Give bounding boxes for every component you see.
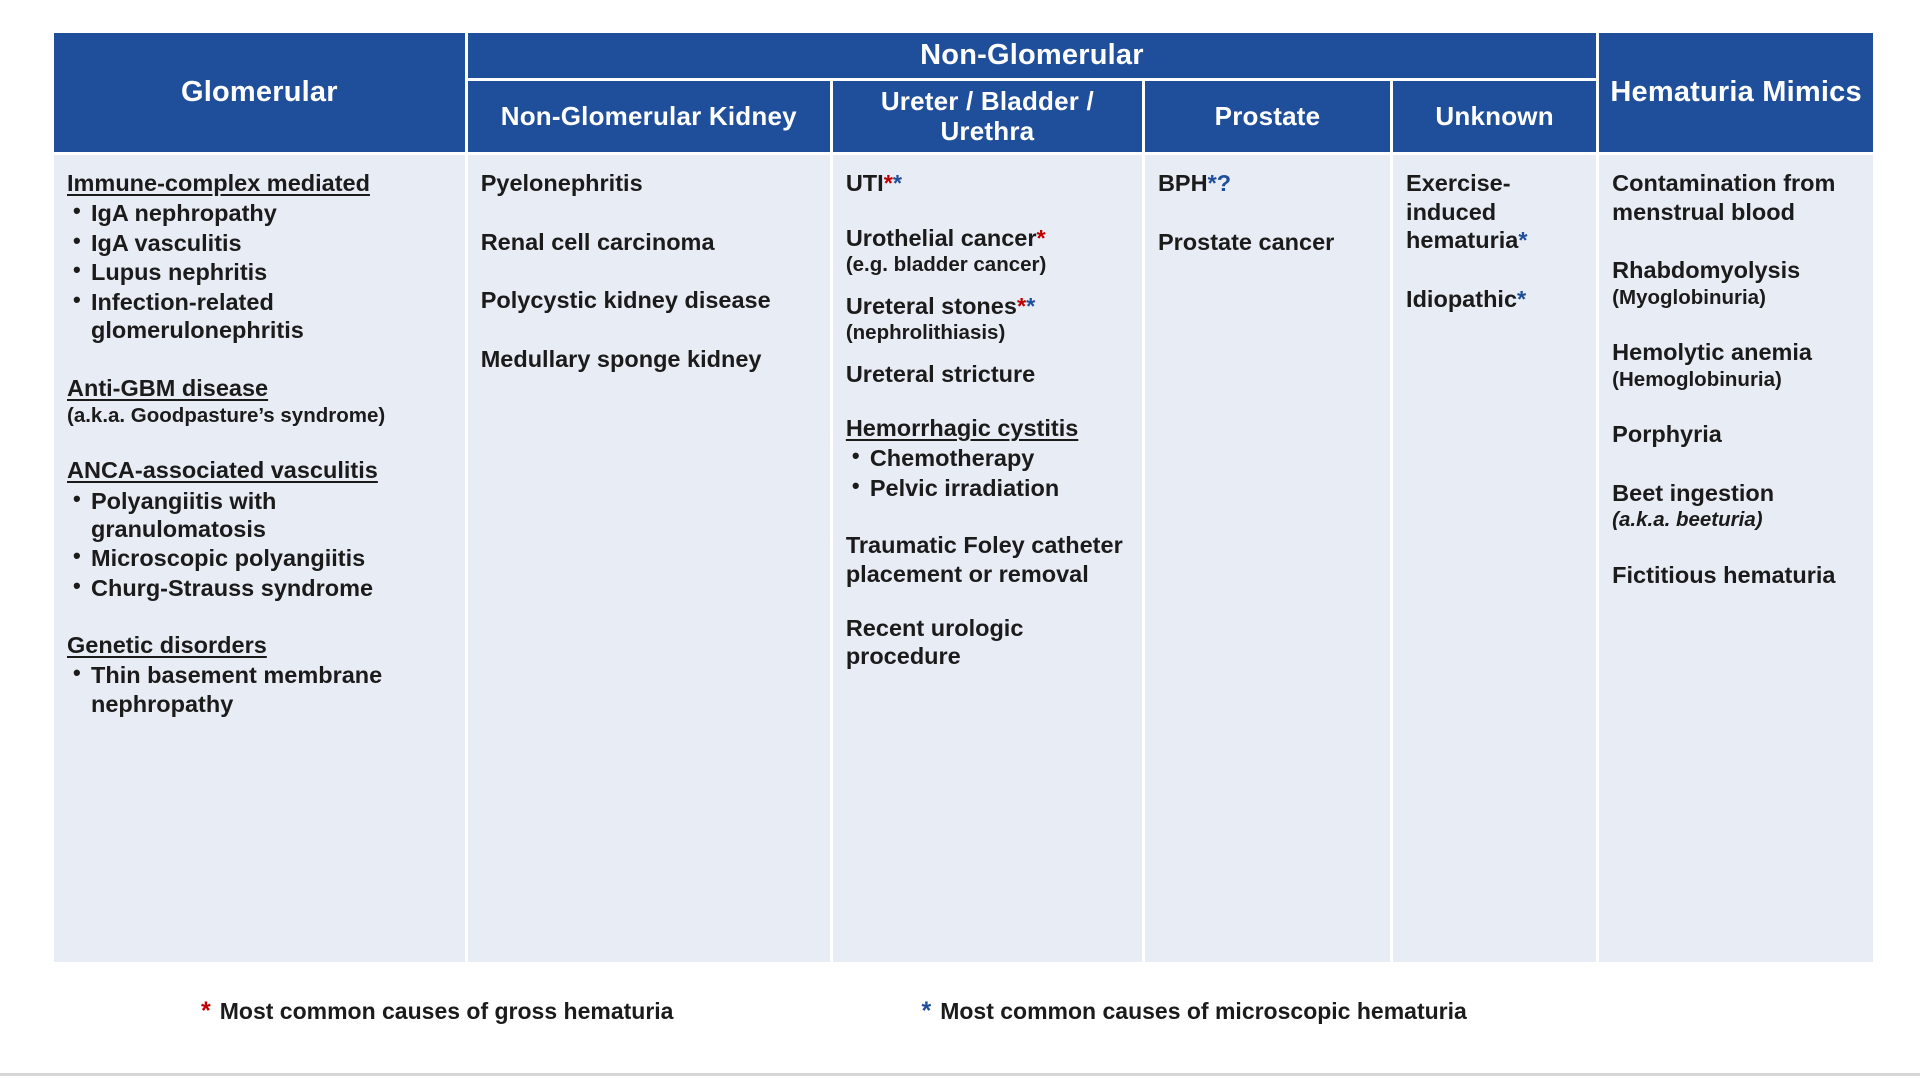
group-note-anti-gbm: (a.k.a. Goodpasture’s syndrome) xyxy=(67,403,386,427)
entry-label: Exercise-induced hematuria xyxy=(1406,170,1519,254)
entry-note: (e.g. bladder cancer) xyxy=(845,253,1047,277)
entry-idiopathic: Idiopathic* xyxy=(1406,285,1583,313)
legend-label: Most common causes of microscopic hematu… xyxy=(940,997,1467,1024)
legend: * Most common causes of gross hematuria … xyxy=(51,985,1876,1037)
group-title-hemorrhagic-cystitis: Hemorrhagic cystitis xyxy=(845,415,1079,442)
microscopic-hematuria-marker: * xyxy=(1517,285,1527,312)
list-item: Infection-related glomerulonephritis xyxy=(69,287,452,345)
microscopic-hematuria-marker: * xyxy=(892,170,902,197)
list-item: Pelvic irradiation xyxy=(848,473,1129,502)
list-immune-complex: IgA nephropathy IgA vasculitis Lupus nep… xyxy=(69,198,452,345)
gross-hematuria-marker: * xyxy=(1016,292,1027,319)
spacer xyxy=(67,346,452,374)
entry-beet-ingestion: Beet ingestion (a.k.a. beeturia) xyxy=(1612,479,1860,533)
cell-glomerular: Immune-complex mediated IgA nephropathy … xyxy=(54,155,465,962)
spacer xyxy=(846,210,1129,224)
microscopic-hematuria-marker: * xyxy=(1026,292,1036,319)
table-header-row-sub: Non-Glomerular Kidney Ureter / Bladder /… xyxy=(54,81,1873,153)
microscopic-hematuria-marker: * xyxy=(921,996,932,1025)
entry-recent-urologic-procedure: Recent urologic procedure xyxy=(845,615,1024,670)
spacer xyxy=(67,428,452,456)
entry-label: Beet ingestion xyxy=(1612,479,1775,506)
list-item: Churg-Strauss syndrome xyxy=(69,573,452,602)
legend-item-microscopic: * Most common causes of microscopic hema… xyxy=(921,997,1466,1026)
list-item: IgA vasculitis xyxy=(69,228,452,257)
entry-note: (Myoglobinuria) xyxy=(1612,285,1766,309)
cell-prostate: BPH*? Prostate cancer xyxy=(1144,155,1391,962)
spacer xyxy=(67,603,452,631)
gross-hematuria-marker: * xyxy=(201,996,211,1025)
header-ureter-bladder-urethra: Ureter / Bladder / Urethra xyxy=(832,81,1142,153)
table-body-row: Immune-complex mediated IgA nephropathy … xyxy=(54,155,1873,962)
microscopic-hematuria-marker: * xyxy=(1207,170,1217,197)
cell-unknown: Exercise-induced hematuria* Idiopathic* xyxy=(1393,155,1597,962)
hematuria-table-container: Glomerular Non-Glomerular Hematuria Mimi… xyxy=(51,30,1876,965)
entry-fictitious-hematuria: Fictitious hematuria xyxy=(1612,561,1836,588)
legend-label: Most common causes of gross hematuria xyxy=(219,997,674,1024)
list-item: Polyangiitis with granulomatosis xyxy=(69,486,452,544)
entry-medullary-sponge-kidney: Medullary sponge kidney xyxy=(480,345,762,372)
entry-label: Idiopathic xyxy=(1406,285,1518,312)
entry-label: Urothelial cancer xyxy=(845,224,1037,251)
entry-label: Hemolytic anemia xyxy=(1612,339,1813,366)
spacer xyxy=(846,278,1129,292)
entry-exercise-induced-hematuria: Exercise-induced hematuria* xyxy=(1406,169,1583,254)
entry-ureteral-stricture: Ureteral stricture xyxy=(845,360,1036,387)
entry-porphyria: Porphyria xyxy=(1612,421,1722,448)
entry-label: BPH xyxy=(1157,170,1208,197)
bottom-divider xyxy=(0,1073,1920,1076)
gross-hematuria-marker: * xyxy=(1036,224,1046,251)
gross-hematuria-marker: * xyxy=(883,170,893,197)
list-genetic: Thin basement membrane nephropathy xyxy=(69,660,452,718)
header-non-glomerular-kidney: Non-Glomerular Kidney xyxy=(467,81,830,153)
entry-label: Ureteral stones xyxy=(845,292,1017,319)
list-item: Chemotherapy xyxy=(848,443,1129,472)
group-title-genetic: Genetic disorders xyxy=(67,632,267,659)
entry-traumatic-foley: Traumatic Foley catheter placement or re… xyxy=(845,532,1123,587)
microscopic-hematuria-marker: * xyxy=(1518,227,1528,254)
header-unknown: Unknown xyxy=(1393,81,1597,153)
entry-label: Rhabdomyolysis xyxy=(1612,257,1801,284)
header-glomerular: Glomerular xyxy=(54,33,465,153)
entry-uti: UTI** xyxy=(846,169,1129,197)
list-item: Microscopic polyangiitis xyxy=(69,543,452,572)
spacer xyxy=(846,400,1129,414)
entry-pyelonephritis: Pyelonephritis xyxy=(480,170,643,197)
spacer xyxy=(846,503,1129,531)
entry-ureteral-stones: Ureteral stones** (nephrolithiasis) xyxy=(846,292,1129,346)
list-hemorrhagic-cystitis: Chemotherapy Pelvic irradiation xyxy=(848,443,1129,502)
entry-label: UTI xyxy=(845,170,884,197)
entry-rhabdomyolysis: Rhabdomyolysis (Myoglobinuria) xyxy=(1612,256,1860,310)
list-item: Thin basement membrane nephropathy xyxy=(69,660,452,718)
entry-prostate-cancer: Prostate cancer xyxy=(1157,228,1335,255)
group-title-anti-gbm: Anti-GBM disease xyxy=(67,374,269,401)
entry-note: (a.k.a. beeturia) xyxy=(1612,508,1763,532)
header-non-glomerular-group: Non-Glomerular xyxy=(467,33,1597,79)
group-title-immune-complex: Immune-complex mediated xyxy=(67,170,370,197)
cell-hematuria-mimics: Contamination from menstrual blood Rhabd… xyxy=(1599,155,1873,962)
entry-polycystic-kidney-disease: Polycystic kidney disease xyxy=(480,287,771,314)
uncertainty-marker: ? xyxy=(1216,170,1232,197)
entry-note: (nephrolithiasis) xyxy=(845,321,1006,345)
header-hematuria-mimics: Hematuria Mimics xyxy=(1599,33,1873,153)
header-prostate: Prostate xyxy=(1144,81,1391,153)
entry-contamination: Contamination from menstrual blood xyxy=(1612,169,1860,226)
entry-hemolytic-anemia: Hemolytic anemia (Hemoglobinuria) xyxy=(1612,338,1860,392)
list-item: IgA nephropathy xyxy=(69,198,452,227)
cell-non-glomerular-kidney: Pyelonephritis Renal cell carcinoma Poly… xyxy=(467,155,830,962)
entry-urothelial-cancer: Urothelial cancer* (e.g. bladder cancer) xyxy=(846,224,1129,278)
spacer xyxy=(846,346,1129,360)
entry-bph: BPH*? xyxy=(1158,169,1377,197)
cell-ureter-bladder-urethra: UTI** Urothelial cancer* (e.g. bladder c… xyxy=(832,155,1142,962)
legend-item-gross: * Most common causes of gross hematuria xyxy=(201,997,673,1026)
list-item: Lupus nephritis xyxy=(69,257,452,286)
entry-note: (Hemoglobinuria) xyxy=(1612,367,1782,391)
table-header-row-top: Glomerular Non-Glomerular Hematuria Mimi… xyxy=(54,33,1873,153)
entry-label: Contamination from menstrual blood xyxy=(1612,170,1836,225)
hematuria-causes-table: Glomerular Non-Glomerular Hematuria Mimi… xyxy=(51,30,1876,965)
list-anca: Polyangiitis with granulomatosis Microsc… xyxy=(69,486,452,603)
group-title-anca: ANCA-associated vasculitis xyxy=(67,457,378,484)
entry-renal-cell-carcinoma: Renal cell carcinoma xyxy=(480,228,715,255)
